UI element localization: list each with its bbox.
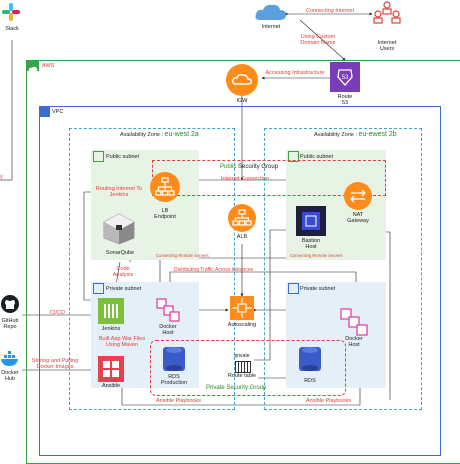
availability-zone-b xyxy=(264,128,422,410)
lock-icon xyxy=(288,283,299,294)
docker-host-b-icon xyxy=(340,308,368,336)
ansible-label: Ansible xyxy=(101,383,121,389)
docker-host-a-label: Docker Host xyxy=(159,324,177,337)
lb-endpoint-label: LB Endpoint xyxy=(154,208,176,221)
docker-hub-label: Docker Hub xyxy=(1,370,19,383)
sonarqube-icon xyxy=(102,212,136,246)
az-b-label: Availability Zone : eu-ewest 2b xyxy=(314,131,397,139)
lock-icon xyxy=(93,151,104,162)
jenkins-icon xyxy=(98,298,124,324)
storing-images-label: Storing and Pulling Docker Images xyxy=(31,358,79,371)
alb-icon xyxy=(228,204,256,232)
internet-label: Internet xyxy=(261,24,281,30)
az-a-prefix: Availability Zone : xyxy=(120,132,165,138)
az-b-name: eu-ewest 2b xyxy=(358,131,397,138)
public-subnet-b-label: Public subnet xyxy=(300,154,334,160)
public-sg-rest: Security Group xyxy=(236,164,279,170)
bastion-host-icon xyxy=(296,206,326,236)
slack-icon xyxy=(1,2,21,22)
custom-domain-label: Using Custom Domain Name xyxy=(300,34,336,47)
route53-icon: 53 xyxy=(330,62,360,92)
sonarqube-label: SonarQube xyxy=(105,250,135,256)
public-subnet-b xyxy=(286,150,386,260)
autoscaling-icon xyxy=(230,296,254,320)
ansible-icon xyxy=(98,356,124,382)
github-label: GitHub Repo xyxy=(1,318,19,331)
docker-host-b-label: Docker Host xyxy=(345,336,363,349)
docker-whale-icon xyxy=(0,348,20,368)
private-subnet-b-label: Private subnet xyxy=(300,286,336,292)
accessing-infrastructure-label: Accessing Infrastructure xyxy=(265,70,325,76)
jenkins-label: Jenkins xyxy=(101,326,121,332)
connecting-remote-servers-a-label: Connecting Remote Servers xyxy=(156,253,209,258)
public-security-group-label: Public Security Group xyxy=(220,164,278,171)
vpc-label: VPC xyxy=(52,109,64,115)
availability-zone-a xyxy=(69,128,235,410)
cicd-label: CI/CD xyxy=(50,310,65,316)
public-subnet-a-label: Public subnet xyxy=(106,154,140,160)
rds-production-label: RDS Production xyxy=(160,374,188,387)
github-icon xyxy=(0,294,20,314)
vpc-boundary xyxy=(39,106,441,456)
nat-gateway-label: NAT Gateway xyxy=(347,212,369,225)
autoscaling-label: Autoscaling xyxy=(227,322,257,328)
route-table-label: Route table xyxy=(227,373,257,379)
public-sg-prefix: Public xyxy=(220,164,237,170)
internet-cloud-icon xyxy=(254,2,288,22)
lb-endpoint-icon xyxy=(150,172,180,202)
internet-connection-label: Internet Connection xyxy=(220,176,269,182)
routing-internet-label: Routing Internet To Jenkins xyxy=(95,186,143,199)
route-table-icon xyxy=(235,361,251,373)
alb-label: ALB xyxy=(236,234,248,240)
slack-label: Slack xyxy=(5,26,19,32)
lock-icon xyxy=(288,151,299,162)
ansible-playbooks-a-label: Ansible Playbooks xyxy=(156,398,201,404)
aws-cloud-icon xyxy=(27,61,39,71)
left-edge-text: y xyxy=(0,174,3,180)
svg-text:53: 53 xyxy=(342,75,349,81)
rds-icon xyxy=(296,344,324,374)
nat-gateway-icon xyxy=(344,182,372,210)
private-subnet-a-label: Private subnet xyxy=(106,286,142,292)
igw-label: IGW xyxy=(236,98,248,104)
connecting-internet-label: Connecting Internet xyxy=(305,8,354,14)
connecting-remote-servers-b-label: Connecting Remote Servers xyxy=(290,253,343,258)
ansible-playbooks-b-label: Ansible Playbooks xyxy=(306,398,351,404)
az-b-prefix: Availability Zone : xyxy=(314,132,359,138)
az-a-label: Availability Zone : eu-west 2a xyxy=(120,131,199,139)
bastion-host-label: Bastion Host xyxy=(301,238,321,251)
vpc-icon xyxy=(40,107,50,117)
private-security-group xyxy=(150,340,346,396)
rds-production-icon xyxy=(160,344,188,374)
distributing-traffic-label: Distributing Traffic Across Instances xyxy=(174,267,254,273)
private-security-group-label: Private Security Group xyxy=(206,385,267,391)
private-label: private xyxy=(234,353,250,359)
igw-icon xyxy=(226,64,258,96)
docker-host-a-icon xyxy=(156,298,180,322)
aws-label: AWS xyxy=(42,63,55,69)
code-analysis-label: Code Analysis xyxy=(112,266,134,279)
lock-icon xyxy=(93,283,104,294)
internet-users-icon xyxy=(372,0,402,28)
rds-label: RDS xyxy=(304,378,316,384)
public-subnet-a xyxy=(91,150,199,260)
az-a-name: eu-west 2a xyxy=(164,131,199,138)
internet-users-label: Internet Users xyxy=(377,40,397,53)
route53-label: Route 53 xyxy=(337,94,353,107)
build-app-label: Built App War Files Using Maven xyxy=(98,336,146,349)
